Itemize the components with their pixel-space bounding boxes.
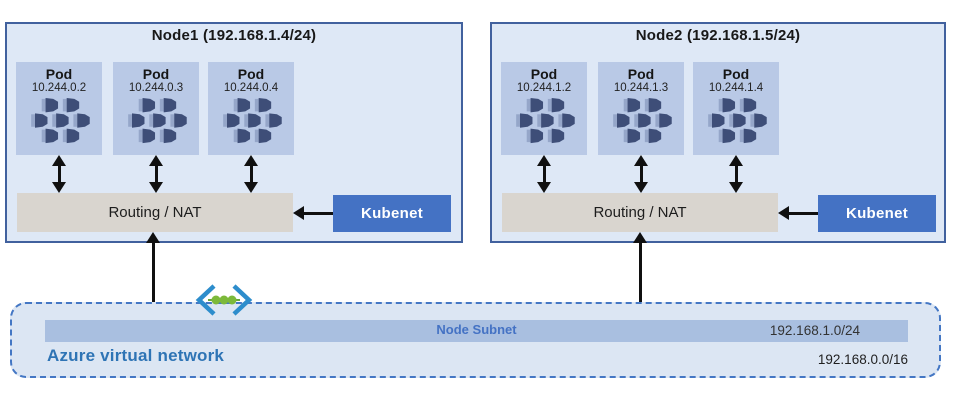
pod-routing-arrow [729,155,743,193]
pod-label: Pod [237,66,265,82]
pod-ip: 10.244.1.4 [708,82,764,95]
node1-title: Node1 (192.168.1.4/24) [151,27,317,44]
pod-label: Pod [142,66,170,82]
pod-ip: 10.244.1.3 [613,82,669,95]
virtual-network-icon [193,281,255,319]
containers-icon [113,97,199,150]
containers-icon [16,97,102,150]
pod-card: Pod 10.244.0.4 [208,62,294,155]
containers-icon [501,97,587,150]
routing-nat-label: Routing / NAT [108,204,202,221]
pod-ip: 10.244.0.2 [31,82,87,95]
kubenet-label: Kubenet [360,205,424,222]
pod-routing-arrow [244,155,258,193]
pod-ip: 10.244.0.3 [128,82,184,95]
routing-nat-label: Routing / NAT [593,204,687,221]
containers-icon [693,97,779,150]
pod-card: Pod 10.244.0.2 [16,62,102,155]
pod-card: Pod 10.244.1.2 [501,62,587,155]
kubenet-box: Kubenet [818,195,936,232]
pod-label: Pod [45,66,73,82]
routing-nat-box: Routing / NAT [502,193,778,232]
node2-box: Node2 (192.168.1.5/24) Pod 10.244.1.2 Po… [490,22,946,243]
pod-routing-arrow [634,155,648,193]
vnet-label: Azure virtual network [47,346,225,365]
pod-ip: 10.244.0.4 [223,82,279,95]
pod-routing-arrow [537,155,551,193]
pod-routing-arrow [52,155,66,193]
pod-card: Pod 10.244.1.3 [598,62,684,155]
kubenet-routing-arrow [778,206,818,220]
routing-nat-box: Routing / NAT [17,193,293,232]
kubenet-routing-arrow [293,206,333,220]
node1-box: Node1 (192.168.1.4/24) Pod 10.244.0.2 Po… [5,22,463,243]
node2-title: Node2 (192.168.1.5/24) [635,27,801,44]
kubenet-box: Kubenet [333,195,451,232]
pod-label: Pod [627,66,655,82]
node-subnet-bar: Node Subnet 192.168.1.0/24 [45,320,908,342]
node-subnet-cidr: 192.168.1.0/24 [769,323,860,338]
pod-ip: 10.244.1.2 [516,82,572,95]
pod-routing-arrow [149,155,163,193]
kubenet-label: Kubenet [845,205,909,222]
containers-icon [208,97,294,150]
vnet-container: Node Subnet 192.168.1.0/24 Azure virtual… [10,302,941,378]
pod-card: Pod 10.244.1.4 [693,62,779,155]
containers-icon [598,97,684,150]
vnet-cidr: 192.168.0.0/16 [817,352,908,367]
pod-label: Pod [530,66,558,82]
node-subnet-label: Node Subnet [436,322,517,337]
pod-label: Pod [722,66,750,82]
pod-card: Pod 10.244.0.3 [113,62,199,155]
